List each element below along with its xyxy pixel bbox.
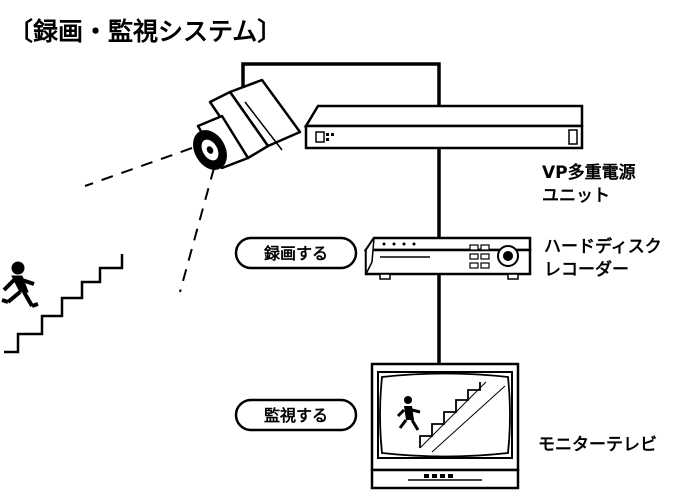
camera-view-lines (84, 147, 215, 293)
crt-monitor-icon (370, 362, 520, 490)
power-unit-label-line2: ユニット (542, 186, 610, 206)
security-camera-icon (193, 78, 302, 170)
monitor-label: モニターテレビ (538, 435, 657, 455)
hard-disk-recorder-icon (363, 236, 532, 280)
watch-badge: 監視する (234, 398, 358, 432)
power-unit-icon (303, 104, 584, 150)
cable-lines (241, 62, 441, 372)
recorder-label-line1: ハードディスク (544, 236, 662, 257)
record-badge: 録画する (234, 236, 358, 270)
diagram-title: 〔録画・監視システム〕 (8, 17, 282, 46)
main-cable (241, 62, 441, 372)
stairs-icon (4, 254, 124, 354)
recorder-label-line2: レコーダー (544, 259, 629, 280)
power-unit-label-line1: VP多重電源 (542, 162, 636, 183)
watch-label: 監視する (264, 406, 328, 425)
running-person-icon (1, 261, 39, 308)
record-label: 録画する (264, 244, 328, 263)
